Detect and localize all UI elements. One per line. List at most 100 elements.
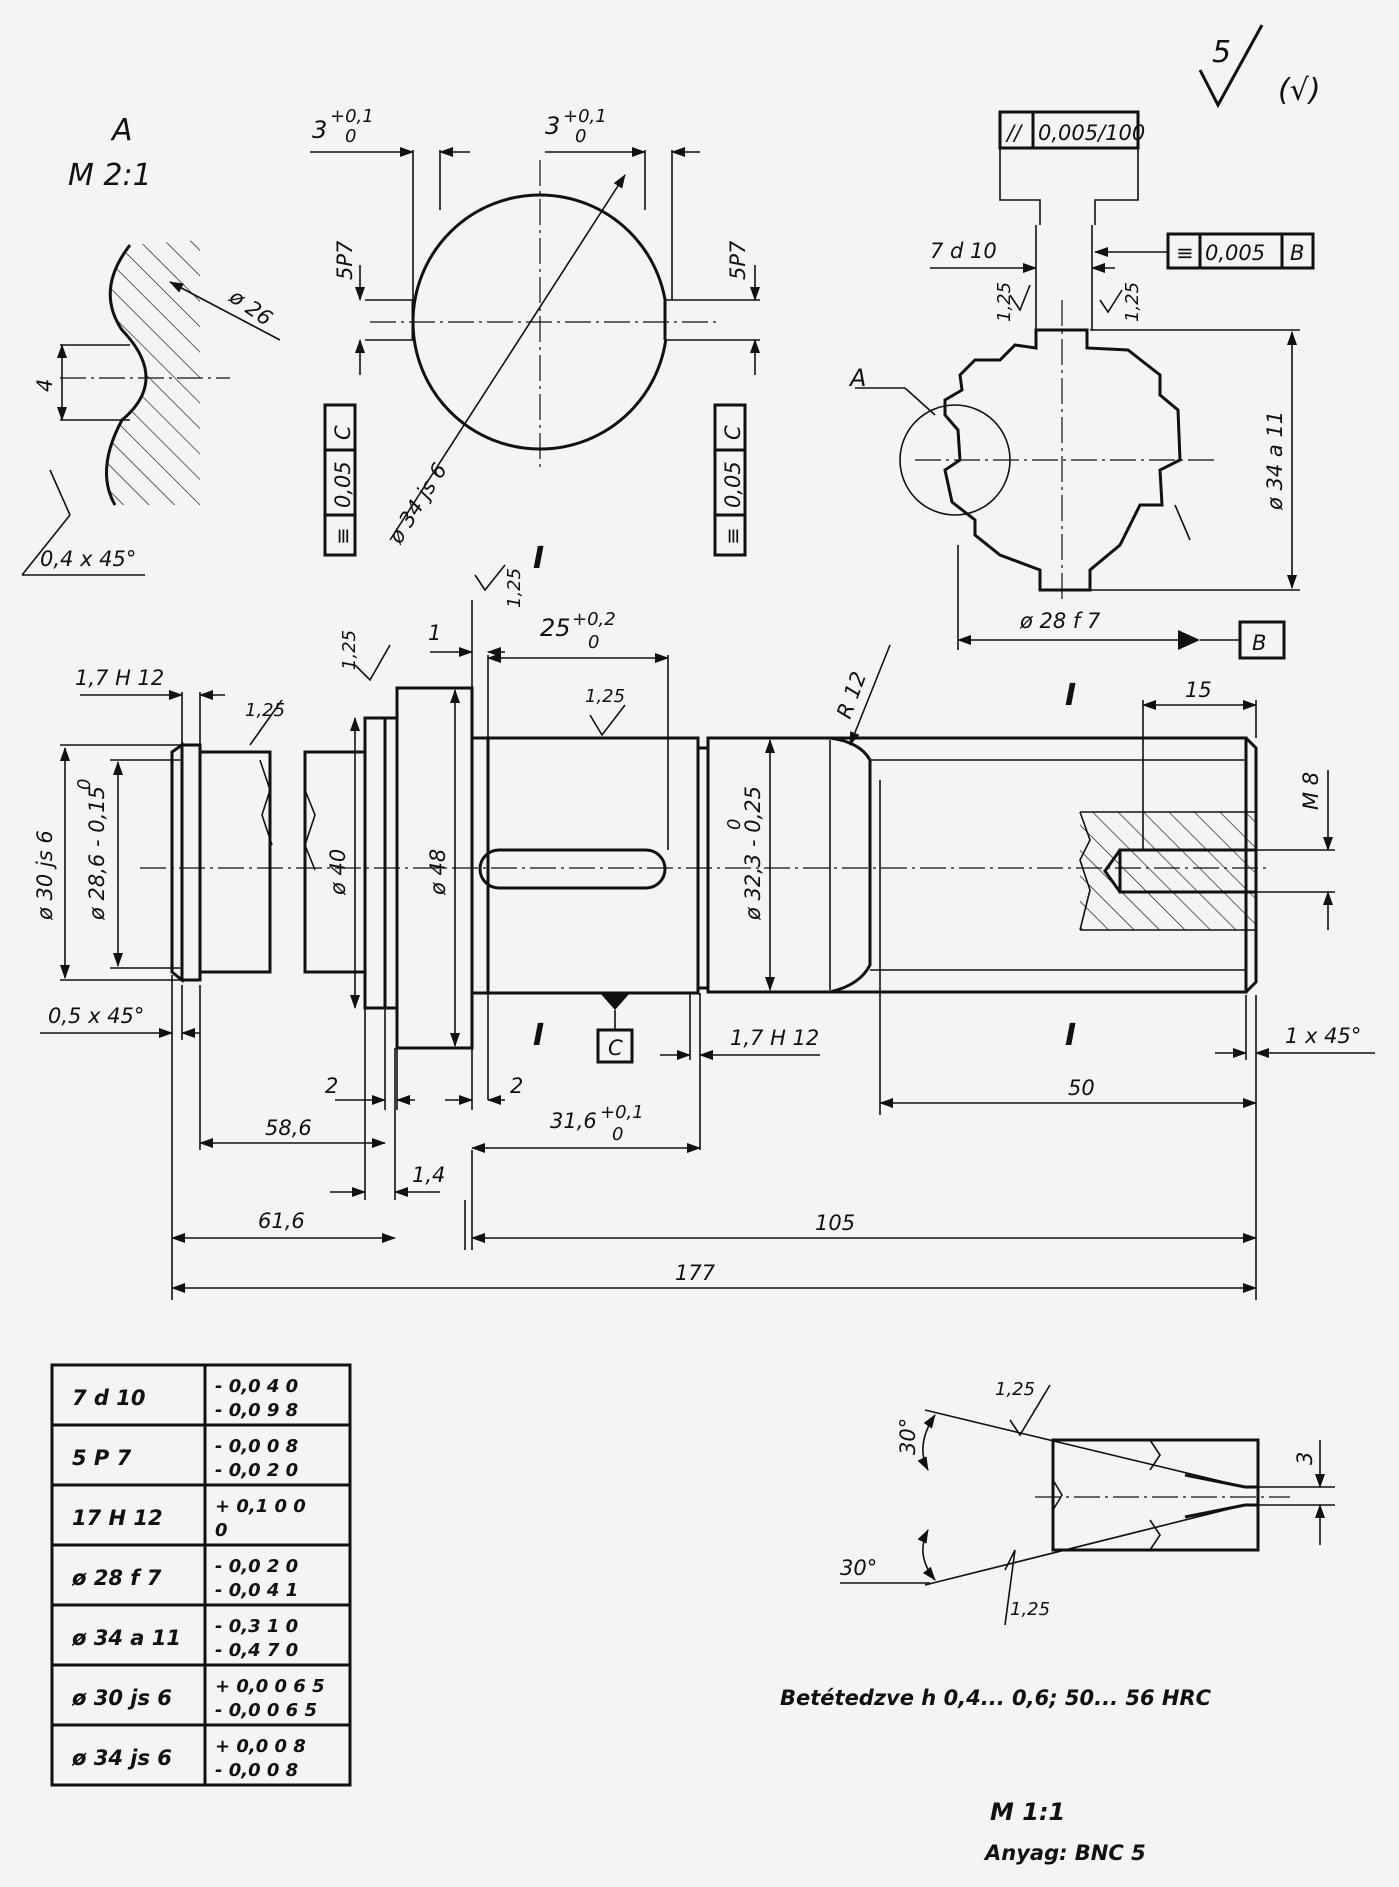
svg-text:A: A [848,364,866,392]
svg-text:4: 4 [33,379,57,392]
svg-text:7 d 10: 7 d 10 [930,239,997,263]
svg-text:I: I [1065,678,1076,713]
svg-text:1,25: 1,25 [585,686,625,707]
svg-text:50: 50 [1068,1076,1095,1100]
svg-text:ø 34 js 6: ø 34 js 6 [383,459,451,549]
svg-text:105: 105 [815,1211,855,1235]
table-row: ø 28 f 7 - 0,0 2 0 - 0,0 4 1 [71,1556,298,1601]
svg-text:ø 30 js 6: ø 30 js 6 [71,1686,172,1710]
svg-text:+ 0,1 0 0: + 0,1 0 0 [215,1496,306,1517]
spline-section: A // 0,005/100 ≡ 0,005 B 7 d 10 1,25 1,2… [848,110,1315,660]
svg-text:M 8: M 8 [1299,772,1323,810]
svg-text:25: 25 [540,614,571,642]
svg-text:- 0,0 4 1: - 0,0 4 1 [215,1580,298,1601]
svg-text:+ 0,0 0 8: + 0,0 0 8 [215,1736,306,1757]
svg-text:1,4: 1,4 [412,1163,445,1187]
svg-text:5: 5 [1212,35,1231,70]
svg-text:3: 3 [545,112,560,140]
fcf-right: ≡ 0,05 C [713,403,747,557]
svg-text:17 H 12: 17 H 12 [72,1506,163,1530]
svg-text:(√): (√) [1278,73,1321,108]
svg-text:3: 3 [1293,1452,1317,1465]
svg-text:1: 1 [428,621,441,645]
fcf-symmetry: ≡ 0,005 B [1094,232,1315,270]
svg-text:31,6: 31,6 [550,1109,597,1133]
svg-text:ø 28,6 - 0,15: ø 28,6 - 0,15 [85,786,109,921]
svg-text:- 0,0 4 0: - 0,0 4 0 [215,1376,298,1397]
svg-text:61,6: 61,6 [258,1209,305,1233]
svg-text:R 12: R 12 [832,668,871,721]
table-row: 5 P 7 - 0,0 0 8 - 0,0 2 0 [72,1436,298,1481]
svg-text:30°: 30° [896,1418,920,1455]
svg-text:ø 40: ø 40 [326,849,350,896]
svg-text:1,7 H 12: 1,7 H 12 [75,666,164,690]
svg-text:+0,1: +0,1 [330,106,374,127]
table-row: ø 34 js 6 + 0,0 0 8 - 0,0 0 8 [71,1736,306,1781]
svg-text:1,25: 1,25 [994,282,1015,322]
svg-text:- 0,0 0 8: - 0,0 0 8 [215,1760,298,1781]
svg-text:3: 3 [312,116,327,144]
svg-text:0,05: 0,05 [331,461,355,508]
center-hole-detail: 30° 30° 1,25 1,25 3 [840,1379,1335,1626]
svg-text:ø 28 f 7: ø 28 f 7 [71,1566,162,1590]
svg-text:5 P 7: 5 P 7 [72,1446,132,1470]
svg-text:0: 0 [724,819,745,830]
svg-text:C: C [608,1036,623,1060]
svg-text:- 0,0 2 0: - 0,0 2 0 [215,1460,298,1481]
keyway-section: 3 +0,1 0 3 +0,1 0 5P7 5P7 ≡ 0,05 C ≡ 0,0… [310,106,760,576]
svg-text:ø 48: ø 48 [426,849,450,896]
fcf-parallel: // 0,005/100 [998,110,1145,225]
svg-text:1,25: 1,25 [995,1379,1035,1400]
svg-text:ø 34 a 11: ø 34 a 11 [71,1626,181,1650]
svg-text:177: 177 [675,1261,716,1285]
svg-text:ø 34 a 11: ø 34 a 11 [1263,411,1287,511]
svg-text:0: 0 [588,632,599,653]
table-row: 7 d 10 - 0,0 4 0 - 0,0 9 8 [72,1376,298,1421]
fcf-left: ≡ 0,05 C [323,403,357,557]
svg-text:2: 2 [325,1074,338,1098]
svg-text:0: 0 [575,126,586,147]
svg-text:B: B [1290,241,1304,265]
svg-text:15: 15 [1185,678,1212,702]
svg-text:0,5 x 45°: 0,5 x 45° [48,1004,144,1028]
svg-text:58,6: 58,6 [265,1116,312,1140]
svg-text:0: 0 [345,126,356,147]
svg-text:1,25: 1,25 [245,700,285,721]
hardening-note: Betétedzve h 0,4... 0,6; 50... 56 HRC [780,1686,1212,1710]
svg-text://: // [1005,121,1023,145]
svg-text:- 0,0 2 0: - 0,0 2 0 [215,1556,298,1577]
svg-text:- 0,3 1 0: - 0,3 1 0 [215,1616,298,1637]
svg-text:B: B [1252,631,1266,655]
svg-text:I: I [533,541,544,576]
svg-text:1,25: 1,25 [339,630,360,670]
table-row: ø 34 a 11 - 0,3 1 0 - 0,4 7 0 [71,1616,298,1661]
svg-text:1,7 H 12: 1,7 H 12 [730,1026,819,1050]
svg-text:0,005: 0,005 [1205,241,1265,265]
tolerance-table: 7 d 10 - 0,0 4 0 - 0,0 9 8 5 P 7 - 0,0 0… [50,1363,352,1787]
svg-text:+0,2: +0,2 [572,609,616,630]
svg-text:- 0,0 0 8: - 0,0 0 8 [215,1436,298,1457]
detail-a: A M 2:1 4 ø 26 0,4 x 45° [21,113,281,576]
svg-text:0,4 x 45°: 0,4 x 45° [40,547,136,571]
svg-text:1,25: 1,25 [504,568,525,608]
detail-scale: M 2:1 [68,158,152,193]
svg-text:- 0,0 0 6 5: - 0,0 0 6 5 [215,1700,317,1721]
svg-text:7 d 10: 7 d 10 [72,1386,146,1410]
svg-text:0,005/100: 0,005/100 [1038,121,1145,145]
svg-text:ø 34 js 6: ø 34 js 6 [71,1746,172,1770]
svg-text:C: C [721,425,745,440]
svg-text:5P7: 5P7 [726,240,750,280]
svg-text:≡: ≡ [1176,241,1194,265]
svg-text:30°: 30° [840,1556,877,1580]
svg-text:ø 28 f 7: ø 28 f 7 [1019,609,1101,633]
roughness-symbol: 5 (√) [1198,24,1321,109]
svg-text:I: I [533,1018,544,1053]
svg-text:5P7: 5P7 [333,240,357,280]
svg-text:- 0,4 7 0: - 0,4 7 0 [215,1640,298,1661]
detail-letter: A [110,113,133,148]
svg-text:- 0,0 9 8: - 0,0 9 8 [215,1400,298,1421]
svg-text:+0,1: +0,1 [563,106,607,127]
svg-text:0: 0 [74,779,95,790]
svg-text:+0,1: +0,1 [600,1102,644,1123]
